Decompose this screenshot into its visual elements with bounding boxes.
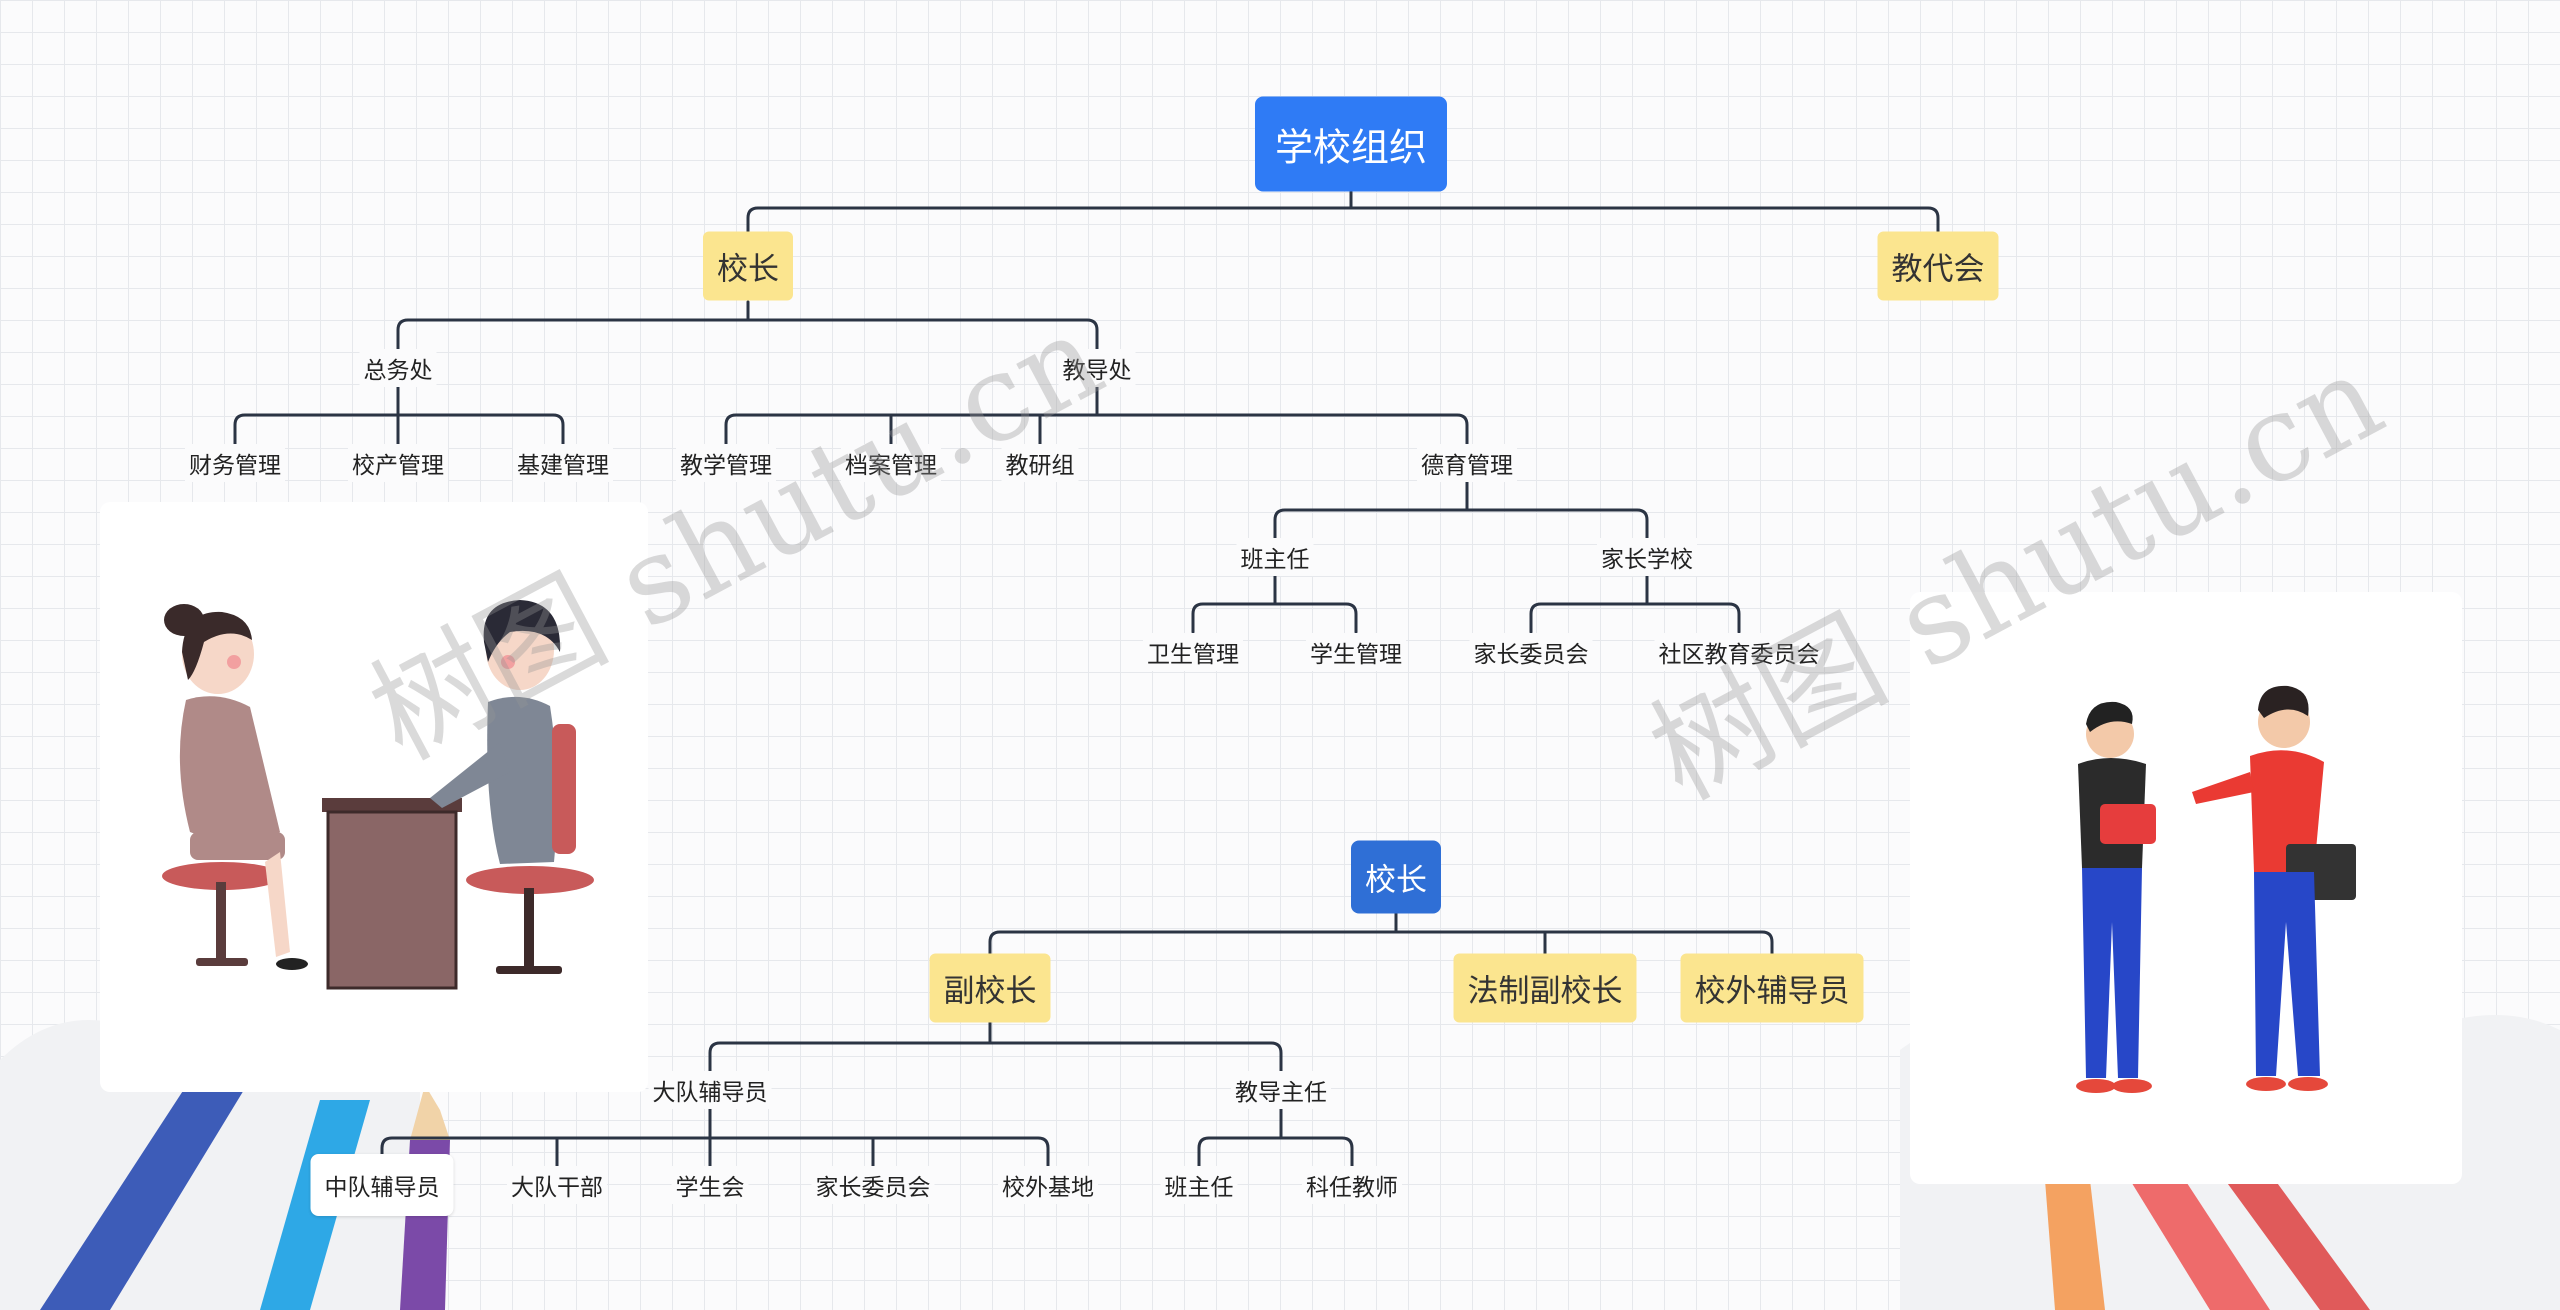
line-academic-bus — [724, 382, 1469, 446]
node-class-teacher[interactable]: 班主任 — [1236, 538, 1314, 576]
node-brigade-cadre[interactable]: 大队干部 — [507, 1166, 607, 1204]
node-general-affairs[interactable]: 总务处 — [359, 349, 437, 387]
node-outside-base[interactable]: 校外基地 — [998, 1166, 1098, 1204]
interview-illustration — [162, 600, 594, 990]
line-root2-bus — [988, 908, 1774, 956]
illustration-card-left — [100, 502, 648, 1092]
line-vice-bus — [708, 1020, 1283, 1076]
node-student-union[interactable]: 学生会 — [671, 1166, 749, 1204]
line-moral-bus — [1273, 474, 1649, 540]
node-archives[interactable]: 档案管理 — [841, 444, 941, 482]
node-teaching[interactable]: 教学管理 — [676, 444, 776, 482]
right-man-shirt — [2250, 750, 2324, 872]
desk-body — [326, 810, 458, 990]
node-parent-school[interactable]: 家长学校 — [1597, 538, 1697, 576]
line-root-bus — [746, 190, 1940, 234]
node-finance[interactable]: 财务管理 — [185, 444, 285, 482]
man-hair — [483, 600, 561, 662]
line-brigade-bus — [380, 1104, 1050, 1172]
woman-hair — [182, 611, 252, 680]
node-principal[interactable]: 校长 — [703, 231, 793, 301]
node-research-group[interactable]: 教研组 — [1001, 444, 1079, 482]
node-parent-committee-2[interactable]: 家长委员会 — [811, 1166, 935, 1204]
node-student-management[interactable]: 学生管理 — [1306, 633, 1406, 671]
right-man-pants — [2254, 872, 2320, 1076]
man-chair-back — [552, 724, 576, 854]
node-community-committee[interactable]: 社区教育委员会 — [1654, 633, 1824, 671]
line-principal-bus — [396, 300, 1099, 354]
node-parent-committee[interactable]: 家长委员会 — [1469, 633, 1593, 671]
node-squadron-counselor[interactable]: 中队辅导员 — [310, 1154, 454, 1216]
line-parentschool-bus — [1529, 568, 1741, 634]
illustration-card-right — [1910, 592, 2462, 1184]
node-teaching-director[interactable]: 教导主任 — [1231, 1071, 1331, 1109]
node-construction[interactable]: 基建管理 — [513, 444, 613, 482]
pencil-orange — [2045, 1180, 2105, 1310]
left-man-pants — [2082, 868, 2142, 1078]
pencil-red — [2225, 1180, 2370, 1310]
root-node-principal-2[interactable]: 校长 — [1351, 840, 1441, 914]
tablet — [2100, 804, 2156, 844]
discussion-illustration — [2076, 685, 2356, 1093]
node-moral-education[interactable]: 德育管理 — [1417, 444, 1517, 482]
node-hygiene[interactable]: 卫生管理 — [1143, 633, 1243, 671]
pencil-dark-blue — [40, 1080, 250, 1310]
node-legal-vice-principal[interactable]: 法制副校长 — [1453, 953, 1637, 1023]
line-director-bus — [1197, 1104, 1354, 1172]
pencil-pink — [2130, 1180, 2270, 1310]
man-body — [487, 696, 558, 864]
line-general-bus — [233, 382, 565, 446]
woman-body — [179, 696, 280, 842]
node-outside-counselor[interactable]: 校外辅导员 — [1680, 953, 1864, 1023]
node-academic-affairs[interactable]: 教导处 — [1058, 349, 1136, 387]
node-class-teacher-2[interactable]: 班主任 — [1160, 1166, 1238, 1204]
woman-chair-seat — [162, 862, 282, 890]
pencil-tip — [410, 1085, 450, 1140]
node-vice-principal[interactable]: 副校长 — [929, 953, 1051, 1023]
node-campus-property[interactable]: 校产管理 — [348, 444, 448, 482]
node-subject-teacher[interactable]: 科任教师 — [1302, 1166, 1402, 1204]
line-classteacher-bus — [1191, 568, 1358, 634]
root-node-school-organization[interactable]: 学校组织 — [1254, 96, 1448, 192]
node-brigade-counselor[interactable]: 大队辅导员 — [648, 1071, 772, 1109]
man-chair-seat — [466, 866, 594, 894]
desk-top — [322, 798, 462, 812]
node-staff-congress[interactable]: 教代会 — [1877, 231, 1999, 301]
